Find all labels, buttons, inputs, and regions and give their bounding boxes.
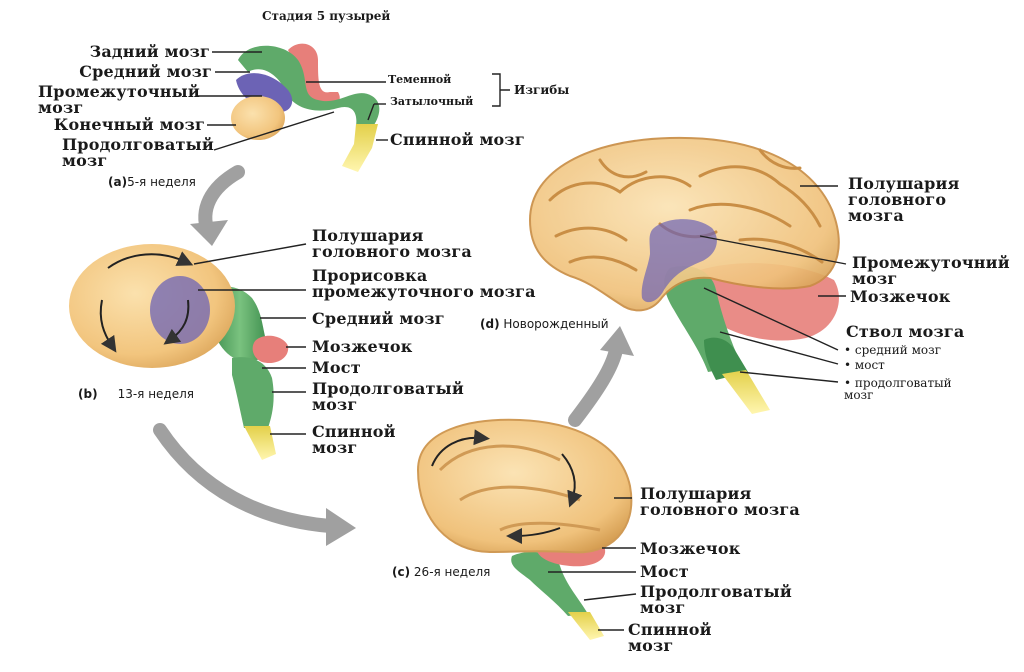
label-pons-c: Мост [640, 564, 689, 580]
arrow-b-to-c-head [326, 508, 356, 546]
panel-b-spinal-cord [244, 426, 276, 460]
panel-d-spinal-cord [722, 370, 770, 414]
panel-b-cerebellum [253, 336, 289, 363]
label-midbrain-b: Средний мозг [312, 311, 445, 327]
label-brainstem-title: Ствол мозга [846, 324, 964, 340]
label-flexure-parietal: Теменной [388, 74, 451, 85]
label-medulla-a: Продолговатый мозг [62, 137, 222, 169]
panel-c-letter: (c) [392, 565, 410, 579]
panel-c-hemisphere [418, 420, 631, 553]
label-diencephalon-outline-b: Прорисовка промежуточного мозга [312, 268, 536, 300]
panel-c-spinal-cord [568, 612, 604, 640]
label-medulla-c: Продолговатый мозг [640, 584, 792, 616]
panel-b-caption: (b) 13-я неделя [78, 388, 194, 400]
panel-d-drawing [530, 138, 839, 414]
panel-a-letter: (a) [108, 175, 127, 189]
label-hemispheres-c: Полушария головного мозга [640, 486, 800, 518]
panel-c-drawing [418, 420, 631, 640]
label-cerebellum-c: Мозжечок [640, 541, 740, 557]
label-spinal-cord-b: Спинной мозг [312, 424, 396, 456]
label-medulla-b: Продолговатый мозг [312, 381, 464, 413]
label-pons-b: Мост [312, 360, 361, 376]
label-cerebellum-b: Мозжечок [312, 339, 412, 355]
label-diencephalon-d: Промежуточний мозг [852, 255, 1010, 287]
label-midbrain: Средний мозг [60, 64, 212, 80]
panel-a-age: 5-я неделя [127, 175, 196, 189]
panel-d-age: Новорожденный [503, 317, 608, 331]
panel-b-age: 13-я неделя [118, 387, 194, 401]
label-hemispheres-d: Полушария головного мозга [848, 176, 960, 224]
arrow-a-to-b-head [190, 220, 228, 246]
panel-b-letter: (b) [78, 387, 98, 401]
label-flexures-group: Изгибы [514, 84, 569, 96]
label-brainstem-medulla: • продолговатый мозг [844, 377, 952, 401]
arrow-b-to-c [160, 430, 330, 526]
panel-b-drawing [69, 244, 288, 460]
panel-c-caption: (c) 26-я неделя [392, 566, 490, 578]
label-cerebellum-d: Мозжечок [850, 289, 950, 305]
arrow-c-to-d [575, 350, 616, 420]
panel-a-spinal-cord [342, 124, 378, 172]
panel-a-drawing [231, 44, 379, 172]
panel-a-caption: (a)5-я неделя [108, 176, 196, 188]
panel-c-age: 26-я неделя [414, 565, 490, 579]
label-diencephalon: Промежуточный мозг [38, 84, 198, 116]
panel-d-letter: (d) [480, 317, 500, 331]
label-spinal-cord-c: Спинной мозг [628, 622, 712, 654]
label-spinal-cord-a: Спинной мозг [390, 132, 525, 148]
label-brainstem-pons: • мост [844, 359, 885, 371]
label-telencephalon: Конечный мозг [50, 117, 205, 133]
panel-d-caption: (d) Новорожденный [480, 318, 609, 330]
label-hemispheres-b: Полушария головного мозга [312, 228, 472, 260]
panel-b-diencephalon [150, 276, 210, 344]
panel-a-telencephalon [231, 96, 285, 140]
panel-a-title: Стадия 5 пузырей [262, 10, 390, 22]
label-flexure-occipital: Затылочный [390, 96, 473, 107]
label-brainstem-midbrain: • средний мозг [844, 344, 941, 356]
label-hindbrain: Задний мозг [60, 44, 210, 60]
